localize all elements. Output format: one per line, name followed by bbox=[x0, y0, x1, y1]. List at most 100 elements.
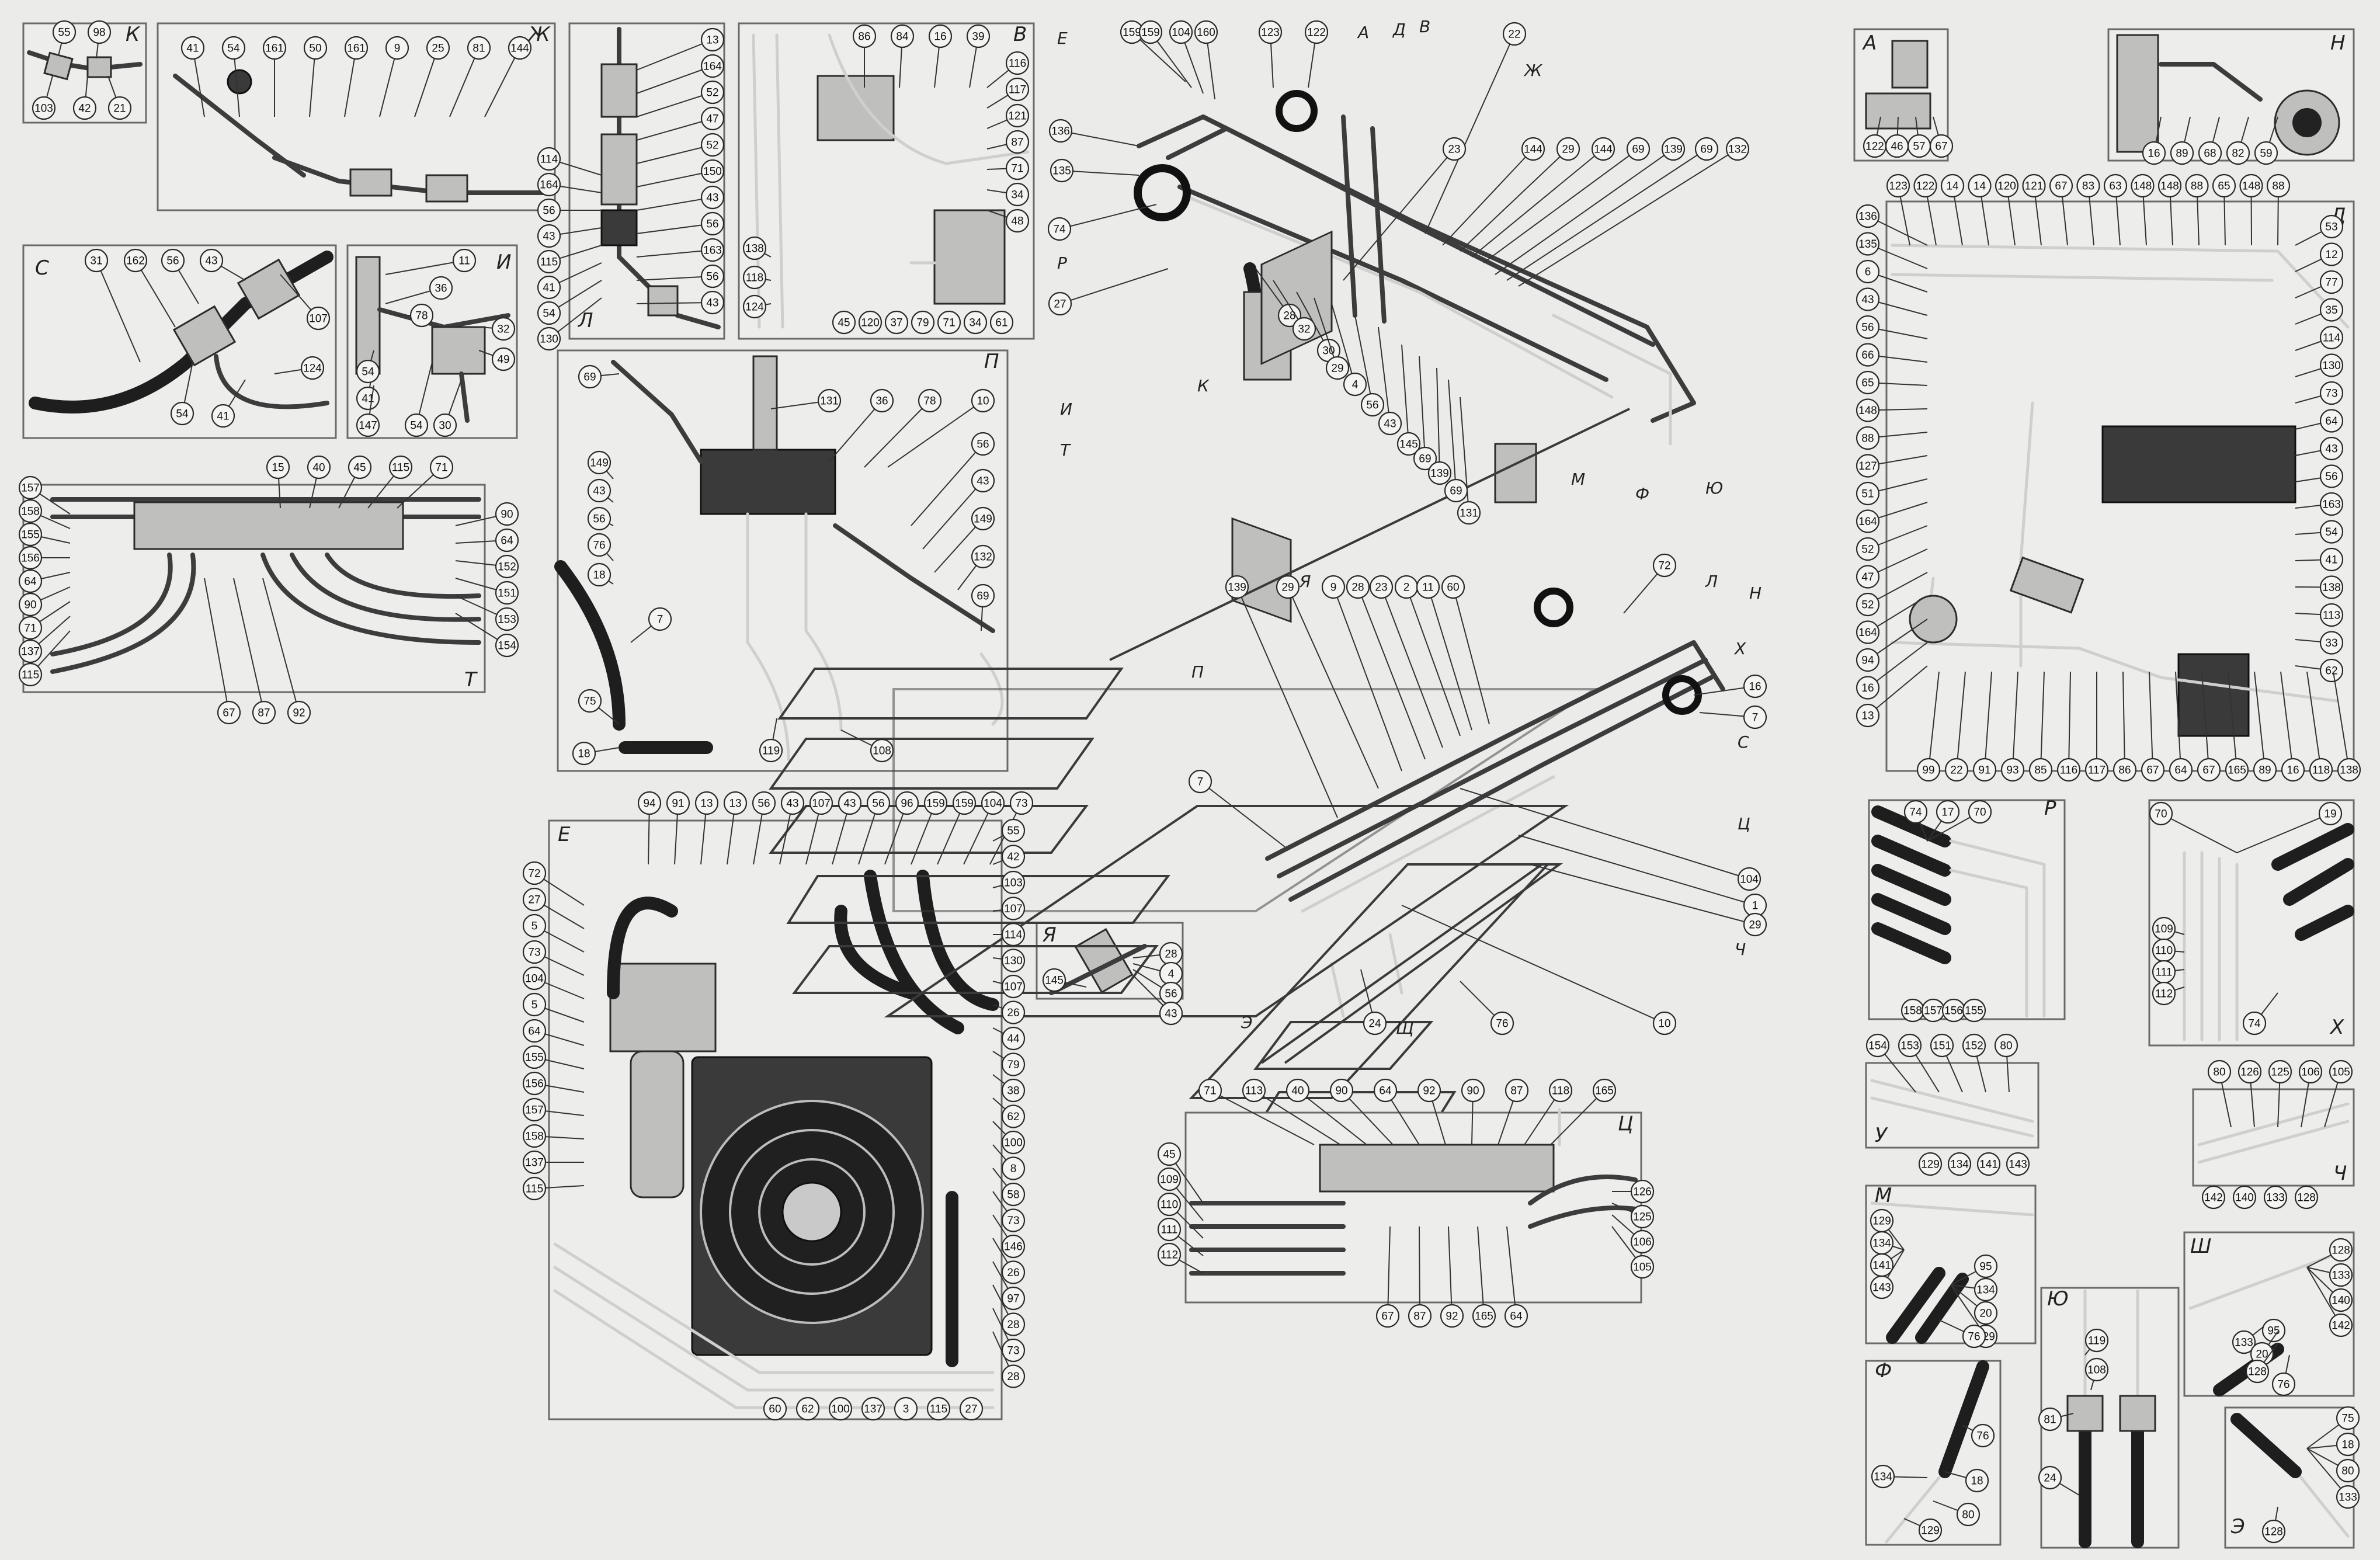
svg-text:67: 67 bbox=[223, 707, 235, 720]
svg-text:81: 81 bbox=[2044, 1414, 2056, 1426]
svg-text:20: 20 bbox=[1979, 1308, 1992, 1320]
callout-54: 54 bbox=[2295, 520, 2344, 544]
callout-69: 69 bbox=[578, 364, 620, 389]
callout-93: 93 bbox=[2000, 671, 2025, 782]
svg-text:108: 108 bbox=[873, 745, 891, 758]
callout-94: 94 bbox=[637, 791, 662, 865]
callout-134: 134 bbox=[1947, 1152, 1972, 1176]
svg-text:139: 139 bbox=[1664, 144, 1683, 156]
svg-text:62: 62 bbox=[2325, 665, 2337, 677]
callout-67: 67 bbox=[2049, 173, 2073, 246]
callout-75: 75 bbox=[578, 689, 620, 725]
svg-text:103: 103 bbox=[34, 103, 53, 115]
callout-132: 132 bbox=[957, 544, 995, 590]
svg-text:37: 37 bbox=[890, 317, 902, 329]
callout-13: 13 bbox=[636, 27, 725, 71]
svg-text:76: 76 bbox=[593, 540, 605, 552]
svg-text:54: 54 bbox=[176, 408, 189, 421]
callout-14: 14 bbox=[1940, 173, 1965, 246]
callout-118: 118 bbox=[2306, 671, 2333, 782]
callout-121: 121 bbox=[2022, 173, 2046, 246]
view-marker-И: И bbox=[1060, 399, 1072, 419]
svg-text:129: 129 bbox=[1921, 1159, 1940, 1171]
svg-text:43: 43 bbox=[786, 798, 798, 810]
svg-text:26: 26 bbox=[1007, 1007, 1019, 1019]
callout-156: 156 bbox=[1941, 998, 1966, 1023]
callout-22: 22 bbox=[1944, 671, 1969, 782]
callout-16: 16 bbox=[1693, 674, 1767, 699]
callout-79: 79 bbox=[992, 1051, 1026, 1076]
svg-text:72: 72 bbox=[528, 868, 540, 880]
svg-text:94: 94 bbox=[643, 798, 656, 810]
callout-43: 43 bbox=[636, 185, 725, 211]
callout-128: 128 bbox=[2294, 1185, 2319, 1210]
svg-text:36: 36 bbox=[875, 395, 888, 408]
callout-52: 52 bbox=[636, 80, 725, 117]
svg-text:47: 47 bbox=[706, 113, 718, 126]
callout-57: 57 bbox=[1907, 116, 1931, 158]
svg-text:23: 23 bbox=[1375, 582, 1387, 594]
svg-text:163: 163 bbox=[2322, 499, 2341, 511]
svg-text:164: 164 bbox=[1858, 516, 1877, 528]
svg-text:105: 105 bbox=[1633, 1262, 1652, 1274]
callout-11: 11 bbox=[1416, 575, 1472, 731]
svg-text:104: 104 bbox=[525, 973, 544, 985]
callout-73: 73 bbox=[2295, 381, 2344, 405]
callout-117: 117 bbox=[2084, 672, 2109, 782]
svg-text:155: 155 bbox=[1965, 1005, 1983, 1017]
callout-29: 29 bbox=[1314, 297, 1350, 380]
callout-73: 73 bbox=[522, 940, 585, 976]
view-f-letter: Ф bbox=[1875, 1359, 1892, 1382]
callout-97: 97 bbox=[992, 1261, 1026, 1311]
callout-56: 56 bbox=[2295, 464, 2344, 488]
svg-text:23: 23 bbox=[1448, 144, 1460, 156]
callout-156: 156 bbox=[18, 546, 70, 570]
callout-76: 76 bbox=[587, 533, 614, 561]
svg-text:135: 135 bbox=[1858, 238, 1877, 251]
callout-140: 140 bbox=[2306, 1267, 2353, 1312]
view-e2-letter: Э bbox=[2230, 1515, 2245, 1538]
svg-text:87: 87 bbox=[258, 707, 270, 720]
callout-43: 43 bbox=[537, 224, 602, 248]
callout-67: 67 bbox=[1929, 116, 1954, 158]
view-e-letter: Е bbox=[558, 823, 571, 846]
callout-45: 45 bbox=[832, 310, 856, 335]
callout-7: 7 bbox=[630, 607, 672, 643]
svg-text:93: 93 bbox=[2006, 765, 2018, 777]
callout-146: 146 bbox=[992, 1214, 1026, 1259]
callout-83: 83 bbox=[2076, 173, 2100, 246]
svg-text:8: 8 bbox=[1010, 1163, 1017, 1175]
svg-text:152: 152 bbox=[1965, 1040, 1983, 1052]
svg-text:76: 76 bbox=[1496, 1018, 1508, 1030]
svg-text:79: 79 bbox=[916, 317, 929, 329]
svg-text:25: 25 bbox=[432, 43, 444, 55]
callout-16: 16 bbox=[2142, 116, 2166, 165]
svg-text:121: 121 bbox=[1008, 110, 1027, 123]
callout-138: 138 bbox=[2333, 671, 2361, 782]
callout-122: 122 bbox=[1863, 116, 1887, 158]
svg-text:56: 56 bbox=[2325, 471, 2337, 483]
callout-23: 23 bbox=[1343, 137, 1467, 281]
callout-160: 160 bbox=[1194, 20, 1218, 100]
svg-text:112: 112 bbox=[2155, 988, 2173, 1000]
svg-text:7: 7 bbox=[1752, 712, 1759, 724]
svg-text:161: 161 bbox=[347, 43, 366, 55]
svg-text:90: 90 bbox=[501, 509, 513, 521]
callout-20: 20 bbox=[1950, 1284, 1998, 1325]
svg-text:106: 106 bbox=[1633, 1236, 1652, 1249]
callout-62: 62 bbox=[795, 1396, 820, 1421]
callout-141: 141 bbox=[1976, 1152, 2001, 1176]
callout-96: 96 bbox=[884, 791, 919, 865]
svg-text:69: 69 bbox=[583, 371, 596, 384]
svg-text:19: 19 bbox=[2324, 808, 2336, 821]
callout-68: 68 bbox=[2198, 116, 2222, 165]
svg-text:32: 32 bbox=[1298, 324, 1310, 336]
svg-text:159: 159 bbox=[1123, 27, 1141, 39]
svg-text:91: 91 bbox=[672, 798, 684, 810]
callout-88: 88 bbox=[2185, 173, 2209, 246]
svg-text:134: 134 bbox=[1950, 1159, 1969, 1171]
svg-text:87: 87 bbox=[1510, 1085, 1523, 1097]
view-shch-letter: Ш bbox=[2190, 1235, 2211, 1258]
callout-123: 123 bbox=[1258, 20, 1283, 88]
